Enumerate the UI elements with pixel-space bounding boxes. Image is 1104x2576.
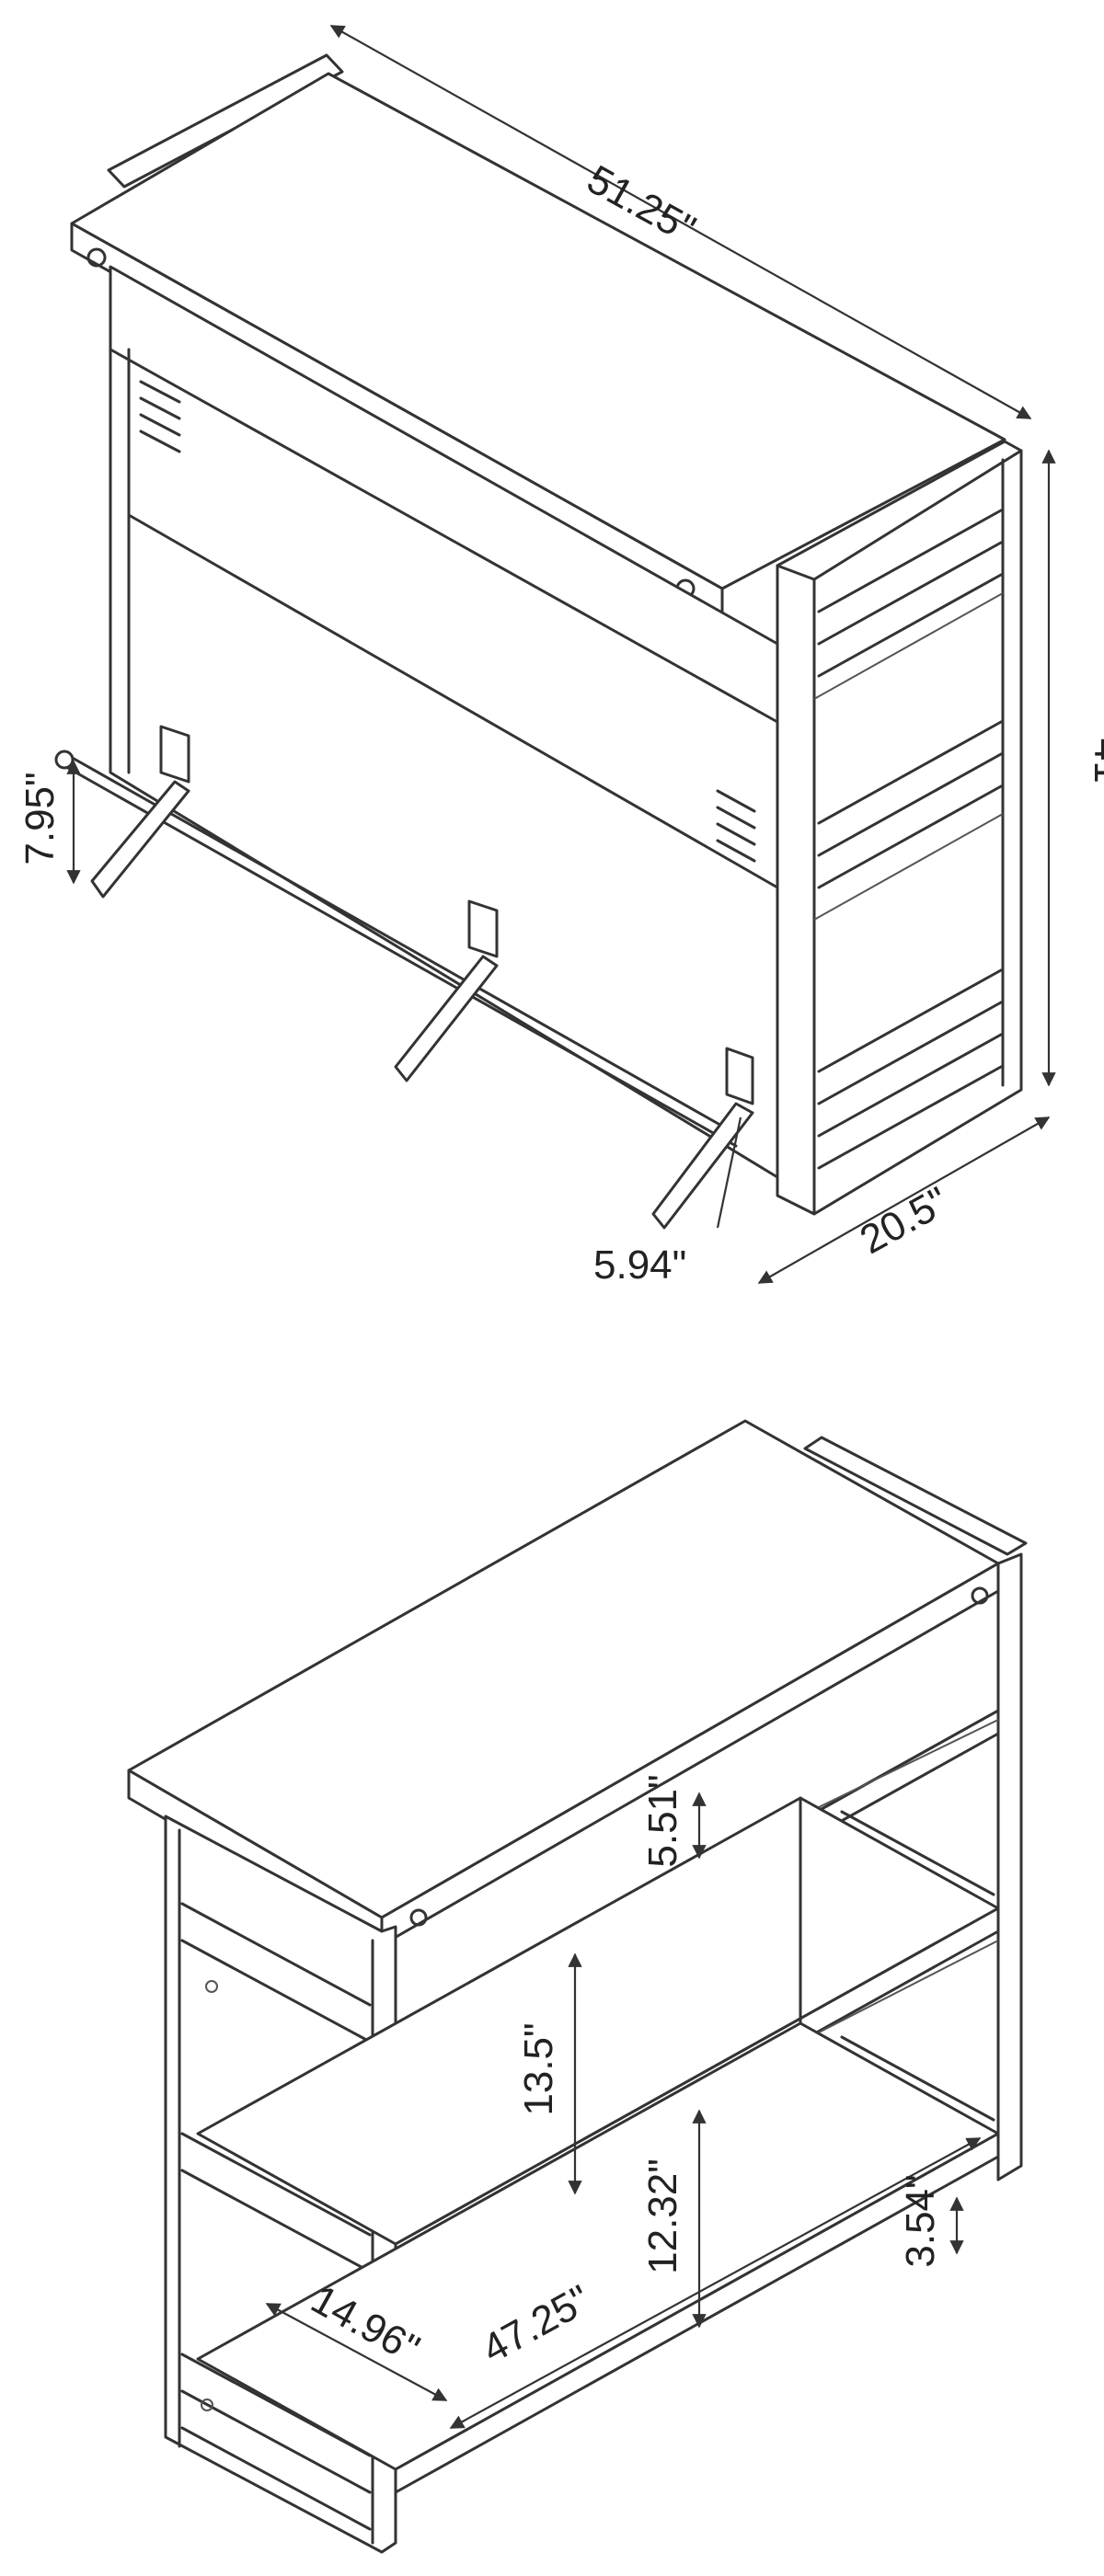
back-view-drawing — [127, 1419, 1028, 2554]
height-dimension-label: 41" — [1086, 738, 1104, 798]
depth-dimension-label: 20.5" — [853, 1178, 956, 1263]
base-clearance-label: 3.54" — [898, 2174, 943, 2267]
footrest-height-label: 7.95" — [17, 772, 63, 864]
front-view-drawing — [54, 53, 1023, 1230]
middle-shelf-gap-label: 13.5" — [516, 2022, 561, 2115]
vent-grille-right — [716, 789, 756, 863]
vent-grille-left — [139, 380, 181, 453]
top-shelf-gap-label: 5.51" — [640, 1774, 685, 1867]
bottom-shelf-gap-label: 12.32" — [640, 2158, 685, 2274]
front-dimension-lines — [66, 25, 1056, 1284]
footrest-depth-label: 5.94" — [593, 1242, 686, 1288]
back-dimension-lines — [265, 1792, 982, 2429]
footrest — [54, 725, 754, 1230]
